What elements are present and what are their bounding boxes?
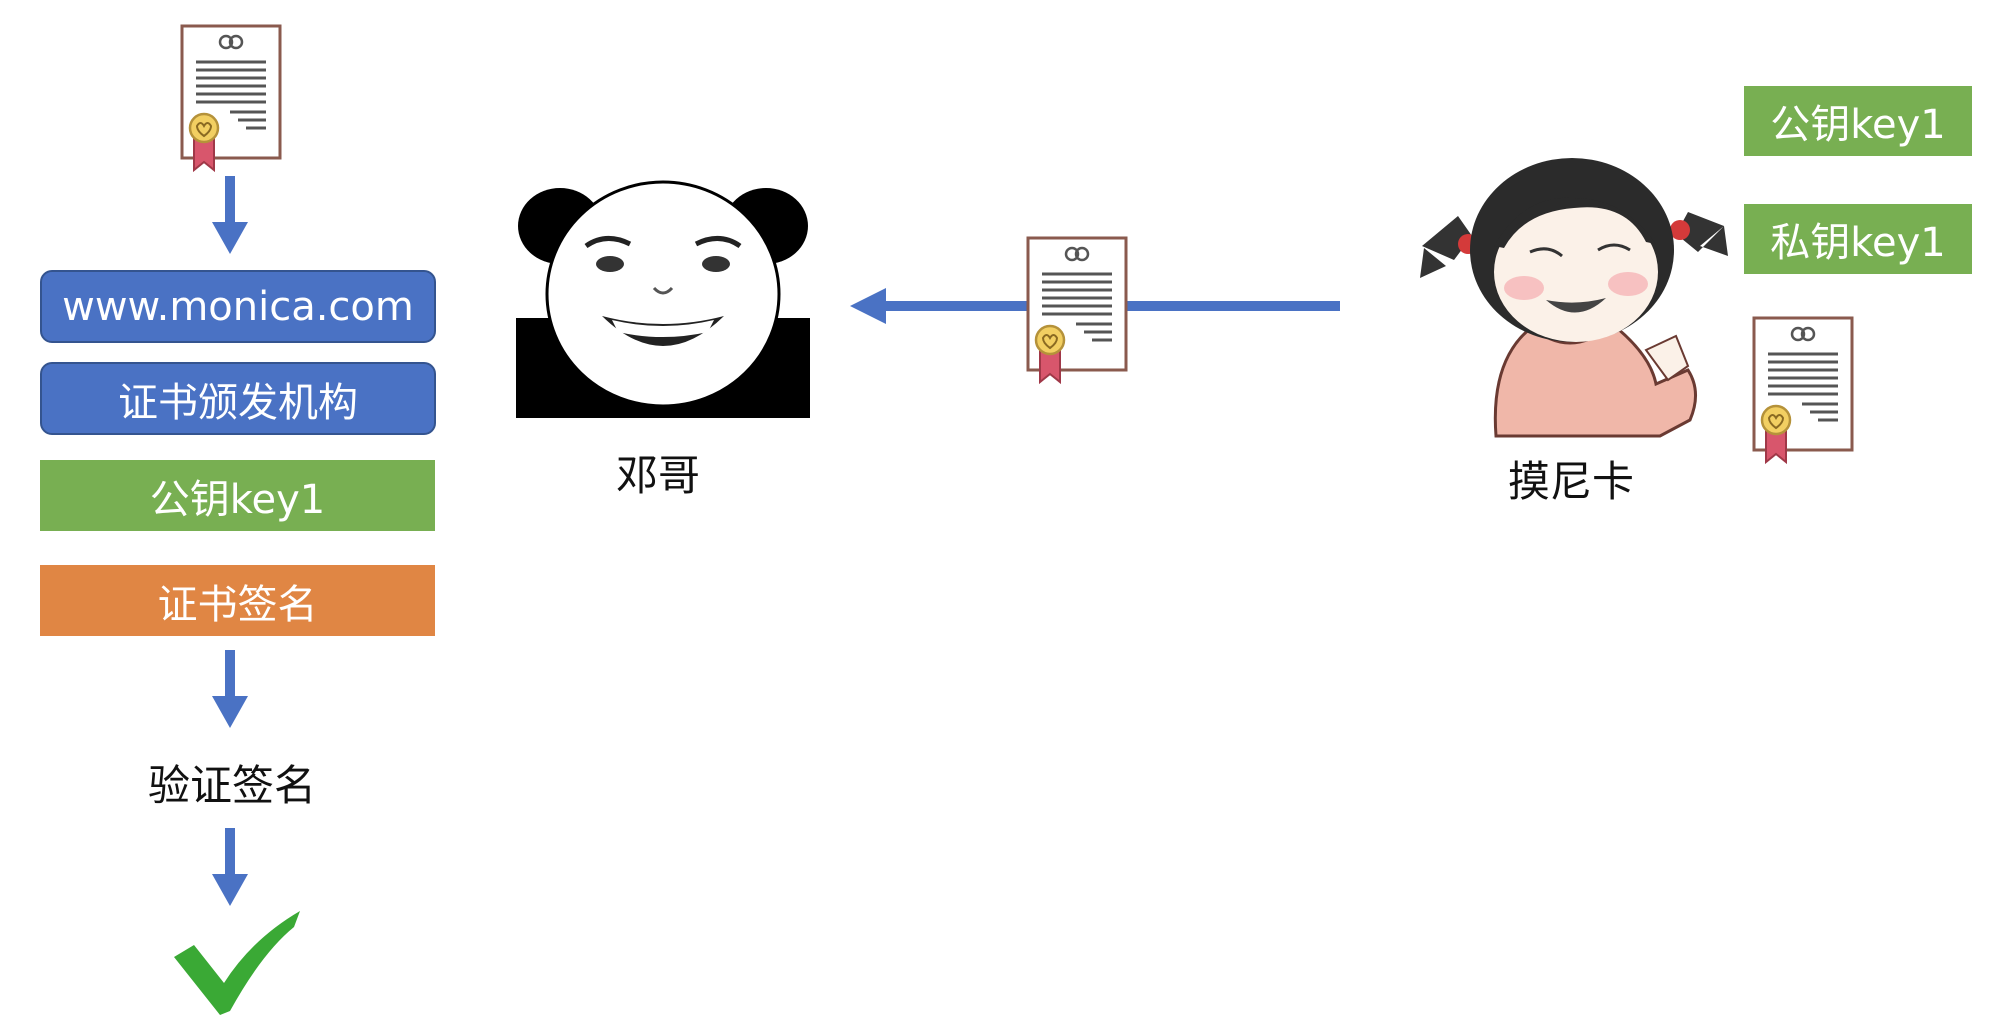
signature-box: 证书签名 <box>40 565 435 636</box>
receiver-name: 邓哥 <box>616 451 701 500</box>
down-arrow-1 <box>212 176 248 254</box>
sender-certificate-icon <box>1752 316 1854 464</box>
issuer-box: 证书颁发机构 <box>40 362 436 435</box>
sender-name: 摸尼卡 <box>1508 457 1635 506</box>
domain-box: www.monica.com <box>40 270 436 343</box>
public-key-text: 公钥key1 <box>149 476 326 523</box>
sender-private-key-box: 私钥key1 <box>1744 204 1972 274</box>
checkmark-icon <box>174 911 300 1015</box>
sender-public-key-box: 公钥key1 <box>1744 86 1972 156</box>
panda-face-image <box>516 180 810 418</box>
certificate-icon <box>180 24 282 172</box>
down-arrow-2 <box>212 650 248 728</box>
sender-private-key-text: 私钥key1 <box>1770 220 1946 266</box>
transferred-certificate-icon <box>1026 236 1128 384</box>
domain-text: www.monica.com <box>62 283 414 330</box>
issuer-text: 证书颁发机构 <box>118 379 358 426</box>
signature-text: 证书签名 <box>157 581 318 628</box>
down-arrow-3 <box>212 828 248 906</box>
sender-public-key-text: 公钥key1 <box>1770 102 1946 148</box>
verify-signature-label: 验证签名 <box>148 761 317 810</box>
public-key-box: 公钥key1 <box>40 460 435 531</box>
girl-face-image <box>1420 158 1728 438</box>
